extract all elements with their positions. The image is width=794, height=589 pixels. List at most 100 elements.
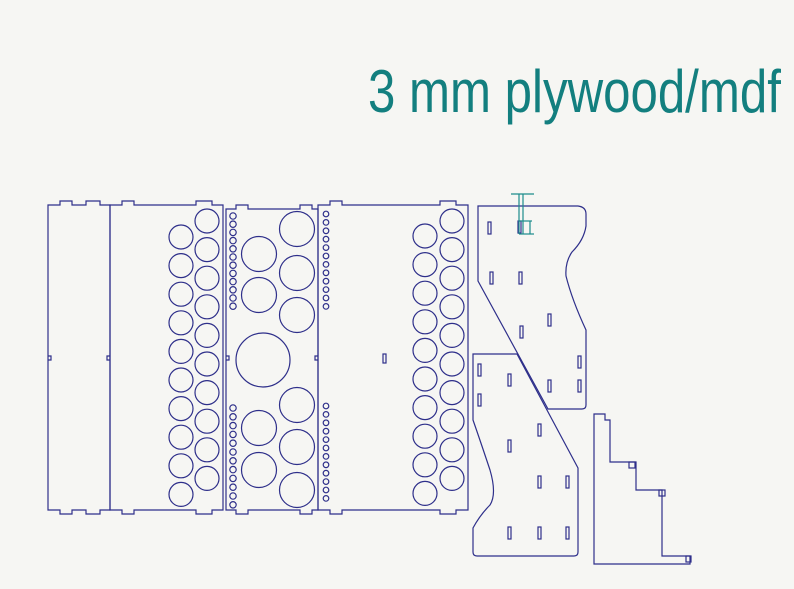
bracket-slot [507,439,512,453]
small-bit-hole [322,303,330,310]
small-bit-hole [322,453,330,460]
small-bit-hole [229,474,237,483]
side-panel-left [47,200,111,515]
small-bit-hole [322,411,330,418]
bit-hole-xl [240,235,278,273]
bit-hole-large [412,280,438,306]
small-bit-hole [229,412,237,421]
bit-hole-large [194,437,220,463]
step-notch [658,489,666,497]
small-bit-hole [322,269,330,277]
bit-hole-large [168,338,194,364]
bracket-slot [537,475,542,489]
side-bracket-lower [472,353,579,557]
bit-hole-xl [278,254,316,292]
small-bit-hole [229,245,237,253]
bit-hole-large [168,253,194,279]
bracket-slot [507,526,512,540]
bit-hole-large [168,396,194,422]
small-bit-hole [229,483,237,492]
bit-hole-large [194,351,220,377]
small-bit-hole [229,261,237,270]
bracket-slot [577,355,582,369]
small-bit-hole [229,404,237,412]
bit-hole-large [412,423,438,449]
side-bracket-upper [477,205,587,410]
small-bit-hole [229,421,237,430]
small-bit-hole [322,261,330,268]
small-bit-hole [229,253,237,261]
small-bit-hole [229,277,237,286]
bit-hole-large [412,480,438,506]
center-slot-notch [226,355,230,361]
bit-hole-large [168,453,194,479]
small-bit-hole [322,469,330,477]
step-notch [685,555,692,563]
bit-hole-large [168,281,194,307]
small-bit-hole [229,456,237,465]
center-slot-notch [314,355,318,361]
bit-hole-large [439,380,465,406]
bit-hole-large [439,237,465,263]
small-bit-hole [229,236,237,245]
rack-panel-left [109,200,224,515]
rack-panel-right [317,200,469,515]
small-bit-hole [322,478,330,486]
bit-hole-large [194,294,220,320]
small-bit-hole [229,500,237,509]
bit-hole-xl [240,409,278,447]
bracket-slot [565,526,570,540]
material-title: 3 mm plywood/mdf [368,58,781,125]
bit-hole-large [194,322,220,348]
small-bit-hole [229,302,237,311]
small-bit-hole [322,218,330,226]
slot [382,353,387,364]
bit-hole-large [194,380,220,406]
cut-parts [47,193,692,565]
bit-hole-large [412,252,438,278]
side-slot-notch [48,355,52,361]
small-bit-hole [322,235,330,243]
bit-hole-large [194,265,220,291]
bracket-slot [487,221,492,235]
bracket-slot [477,393,482,407]
small-bit-hole [322,486,330,494]
bit-hole-large [439,437,465,463]
small-bit-hole [322,402,330,410]
small-bit-hole [229,439,237,448]
bit-hole-large [412,337,438,363]
small-bit-hole [322,286,330,294]
bracket-slot [547,379,552,393]
bit-hole-large [439,351,465,377]
bit-hole-large [412,309,438,335]
small-bit-hole [229,228,237,237]
small-bit-hole [229,269,237,278]
bracket-slot [477,363,482,377]
small-bit-hole [322,444,330,452]
bit-hole-xl [278,296,316,334]
bracket-slot [518,271,523,285]
bit-hole-large [439,465,465,491]
bracket-slot [577,379,582,393]
bit-hole-large [412,223,438,249]
small-bit-hole [322,210,330,218]
bracket-slot [507,373,512,387]
small-bit-hole [322,294,330,302]
small-bit-hole [229,430,237,439]
small-bit-hole [229,448,237,456]
small-bit-hole [229,212,237,220]
dimension-marker [511,193,534,235]
small-bit-hole [322,495,330,502]
bit-hole-large [168,481,194,507]
bit-hole-xl [278,428,316,466]
small-bit-hole [322,252,330,260]
step-notch [628,461,636,469]
bracket-slot [565,475,570,489]
bit-hole-large [194,208,220,234]
bit-hole-center [235,332,291,388]
bit-hole-large [439,208,465,234]
bit-hole-xl [240,451,278,489]
bit-hole-large [412,366,438,392]
bit-hole-large [168,310,194,336]
bit-hole-large [194,465,220,491]
